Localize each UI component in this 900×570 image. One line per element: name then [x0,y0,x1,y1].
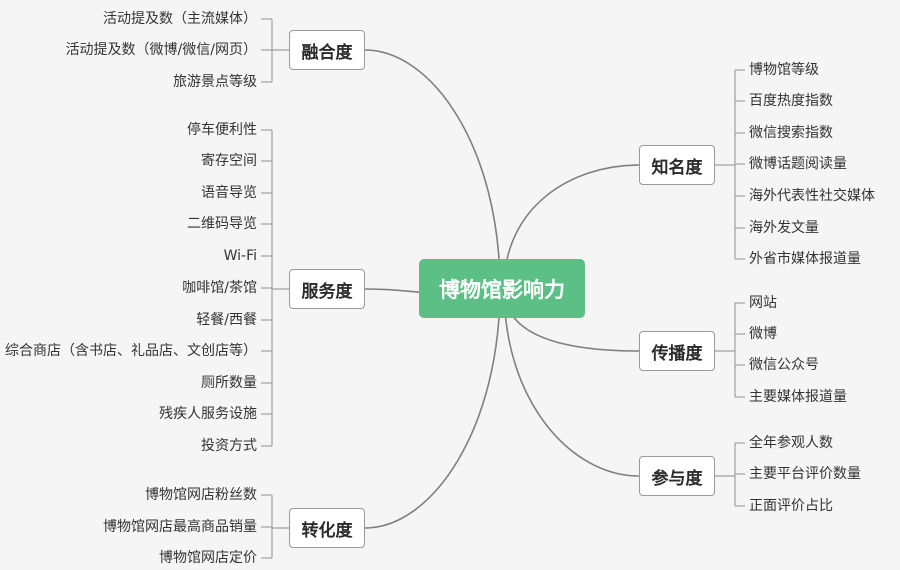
branch-participation[interactable]: 参与度 [639,456,715,496]
branch-connector-fusion [364,49,501,289]
leaf-item[interactable]: 轻餐/西餐 [196,312,257,328]
leaf-item[interactable]: 综合商店（含书店、礼品店、文创店等） [5,343,257,359]
leaf-item[interactable]: 主要媒体报道量 [749,389,847,405]
branch-fame[interactable]: 知名度 [639,145,715,185]
leaf-item[interactable]: 咖啡馆/茶馆 [182,280,257,296]
leaf-item[interactable]: 主要平台评价数量 [749,466,861,482]
leaf-item[interactable]: 寄存空间 [201,153,257,169]
leaf-item[interactable]: 正面评价占比 [749,498,833,514]
leaf-item[interactable]: 博物馆网店定价 [159,550,257,566]
leaf-item[interactable]: 微信搜索指数 [749,125,833,141]
branch-fusion[interactable]: 融合度 [289,30,365,70]
leaf-item[interactable]: 二维码导览 [187,216,257,232]
leaf-item[interactable]: 海外代表性社交媒体 [749,188,875,204]
branch-conversion[interactable]: 转化度 [289,508,365,548]
leaf-item[interactable]: 全年参观人数 [749,435,833,451]
branch-connector-participation [503,287,640,477]
leaf-item[interactable]: Wi-Fi [223,248,257,264]
leaf-item[interactable]: 停车便利性 [187,122,257,138]
branch-spread[interactable]: 传播度 [639,331,715,371]
branch-connector-conversion [364,287,501,529]
leaf-item[interactable]: 投资方式 [201,438,257,454]
leaf-item[interactable]: 海外发文量 [749,220,819,236]
leaf-item[interactable]: 旅游景点等级 [173,74,257,90]
leaf-item[interactable]: 微博 [749,326,777,342]
leaf-item[interactable]: 语音导览 [201,185,257,201]
leaf-item[interactable]: 博物馆网店粉丝数 [145,487,257,503]
leaf-item[interactable]: 微博话题阅读量 [749,156,847,172]
leaf-item[interactable]: 博物馆网店最高商品销量 [103,519,257,535]
leaf-item[interactable]: 百度热度指数 [749,93,833,109]
leaf-item[interactable]: 微信公众号 [749,357,819,373]
central-topic[interactable]: 博物馆影响力 [419,259,585,318]
leaf-item[interactable]: 网站 [749,295,777,311]
branch-service[interactable]: 服务度 [289,269,365,309]
leaf-item[interactable]: 活动提及数（微博/微信/网页） [65,42,257,58]
leaf-item[interactable]: 残疾人服务设施 [159,406,257,422]
leaf-item[interactable]: 外省市媒体报道量 [749,251,861,267]
leaf-item[interactable]: 活动提及数（主流媒体） [103,11,257,27]
leaf-item[interactable]: 厕所数量 [201,375,257,391]
leaf-item[interactable]: 博物馆等级 [749,62,819,78]
